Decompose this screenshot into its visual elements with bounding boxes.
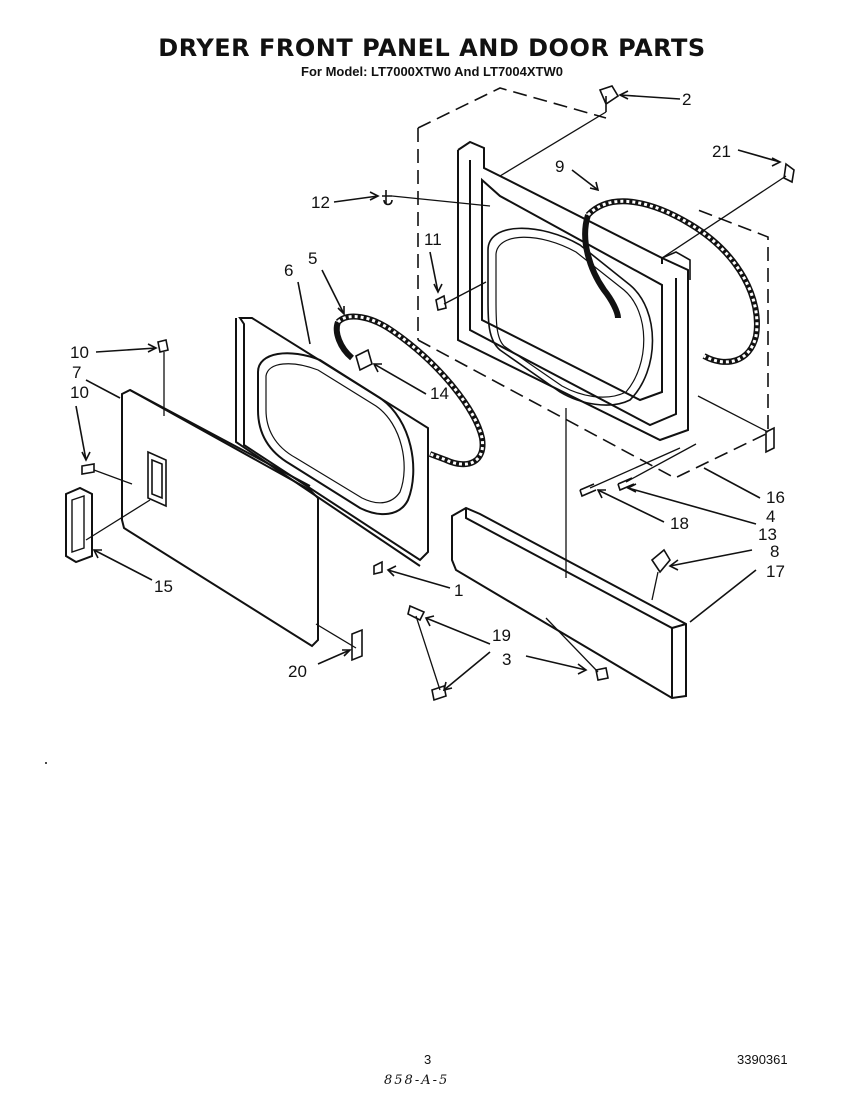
inner-door-panel	[235, 317, 429, 567]
callout-8: 8	[770, 542, 779, 561]
callout-11: 11	[424, 230, 442, 249]
page-number: 3	[424, 1052, 432, 1067]
assembly-outline	[417, 87, 769, 479]
callout-14: 14	[430, 384, 449, 403]
callout-5: 5	[308, 249, 317, 268]
callout-16: 16	[766, 488, 785, 507]
callout-10-top: 10	[70, 343, 89, 362]
callout-labels: 2 21 9 12 11 5 6 10 7 10 14 16 4 18 13 8…	[70, 90, 785, 681]
hardware-parts	[81, 85, 795, 702]
callout-6: 6	[284, 261, 293, 280]
callout-10-bottom: 10	[70, 383, 89, 402]
callout-20: 20	[288, 662, 307, 681]
callout-19: 19	[492, 626, 511, 645]
callout-12: 12	[311, 193, 330, 212]
callout-1: 1	[454, 581, 463, 600]
callout-9: 9	[555, 157, 564, 176]
handwritten-note: 858-A-5	[384, 1073, 450, 1088]
callout-2: 2	[682, 90, 691, 109]
door-handle	[65, 486, 93, 564]
callout-13: 13	[758, 525, 777, 544]
model-subtitle: For Model: LT7000XTW0 And LT7004XTW0	[301, 64, 563, 79]
callout-4: 4	[766, 507, 775, 526]
document-code: 3390361	[737, 1052, 788, 1067]
front-panel-frame	[457, 140, 691, 442]
callout-arrows	[75, 90, 782, 692]
door-seal	[582, 198, 760, 365]
callout-3: 3	[502, 650, 511, 669]
callout-7: 7	[72, 363, 81, 382]
control-panel-trim	[451, 506, 687, 700]
outer-door	[121, 388, 319, 648]
callout-21: 21	[712, 142, 731, 161]
callout-18: 18	[670, 514, 689, 533]
callout-15: 15	[154, 577, 173, 596]
callout-17: 17	[766, 562, 785, 581]
stray-dot	[45, 762, 47, 764]
door-gasket	[333, 313, 486, 468]
page-title: DRYER FRONT PANEL AND DOOR PARTS	[158, 34, 706, 62]
